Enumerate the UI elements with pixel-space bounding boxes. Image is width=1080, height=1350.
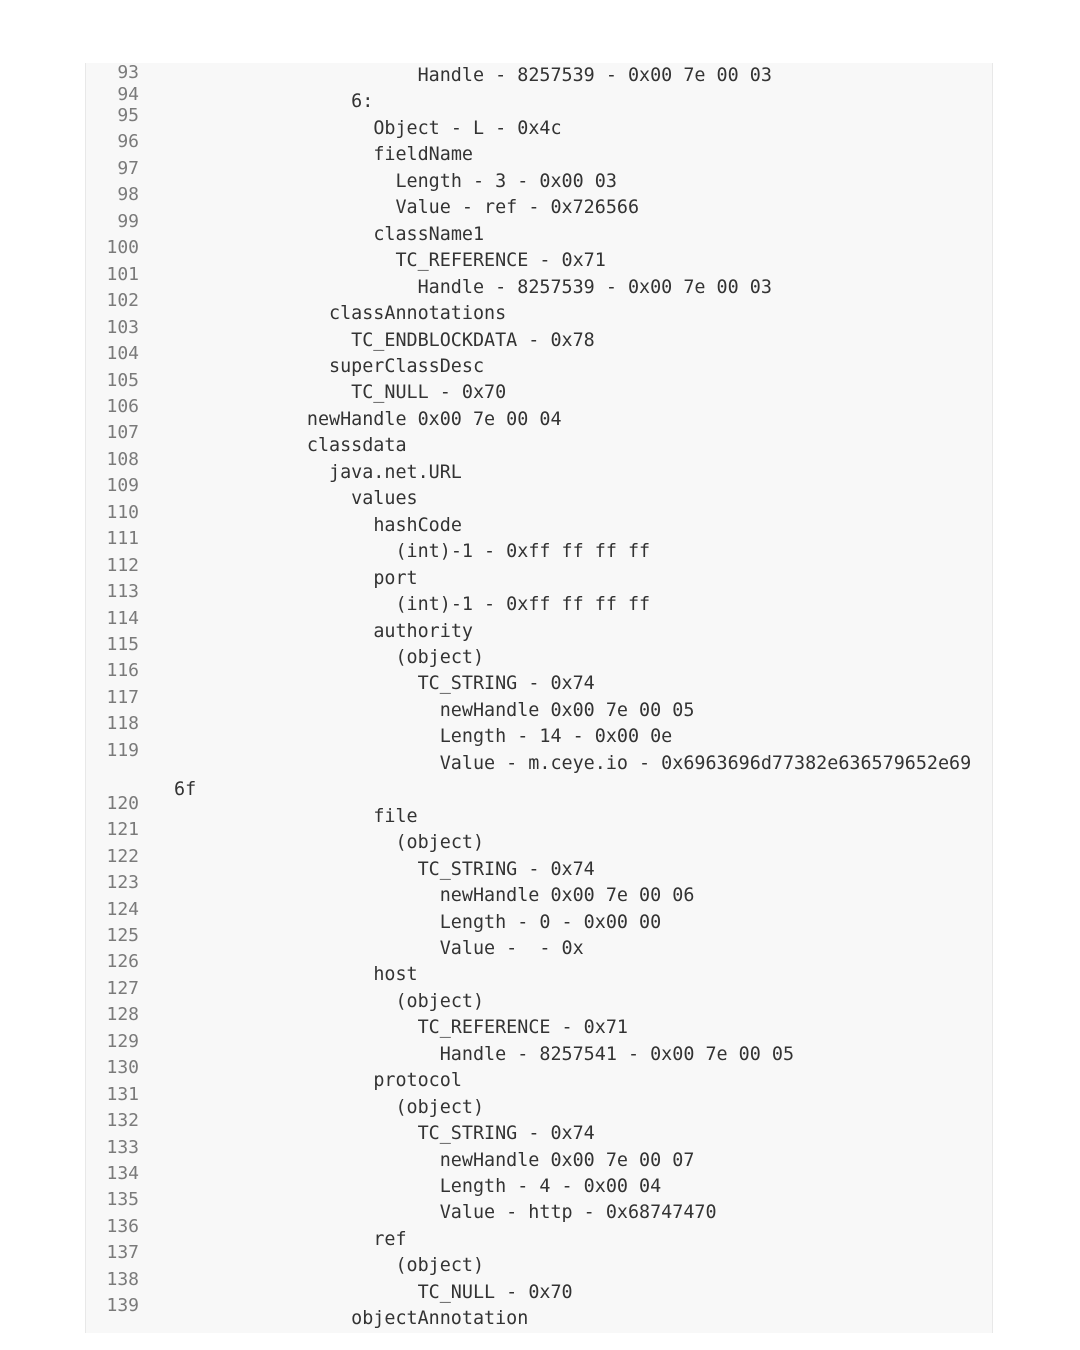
line-number: 135 [106,1189,139,1211]
code-line: Length - 3 - 0x00 03 [174,170,617,192]
code-line: newHandle 0x00 7e 00 05 [174,699,695,721]
line-number: 97 [117,157,139,179]
code-line: newHandle 0x00 7e 00 07 [174,1149,695,1171]
code-line: TC_NULL - 0x70 [174,382,507,404]
line-number: 104 [106,343,139,365]
line-number: 137 [106,1242,139,1264]
line-number: 128 [106,1004,139,1026]
code-line: TC_NULL - 0x70 [174,1281,573,1303]
code-line: Value - m.ceye.io - 0x6963696d77382e6365… [174,752,972,801]
code-line: objectAnnotation [174,1308,529,1330]
line-number: 100 [106,237,139,259]
line-number: 101 [106,263,139,285]
line-number: 125 [106,924,139,946]
line-number: 113 [106,581,139,603]
line-number: 114 [106,607,139,629]
line-number: 109 [106,475,139,497]
code-line: superClassDesc [174,355,485,377]
code-line: Value - http - 0x68747470 [174,1202,717,1224]
code-line: Length - 4 - 0x00 04 [174,1176,662,1198]
code-line: newHandle 0x00 7e 00 04 [174,408,562,430]
line-number: 123 [106,872,139,894]
line-number: 116 [106,660,139,682]
line-number: 120 [106,792,139,814]
code-line: TC_STRING - 0x74 [174,673,595,695]
line-number: 119 [106,739,139,761]
code-line: classdata [174,435,407,457]
code-line: host [174,964,418,986]
line-number: 121 [106,819,139,841]
line-number: 132 [106,1110,139,1132]
code-line: Length - 14 - 0x00 0e [174,726,673,748]
code-line: Length - 0 - 0x00 00 [174,911,662,933]
code-line: classAnnotations [174,303,507,325]
code-line: Handle - 8257539 - 0x00 7e 00 03 [174,276,772,298]
line-number: 96 [117,131,139,153]
code-line: (object) [174,1096,485,1118]
line-number: 105 [106,369,139,391]
code-line: Value - ref - 0x726566 [174,197,640,219]
line-number: 136 [106,1215,139,1237]
code-line: values [174,488,418,510]
line-number: 95 [117,105,139,126]
line-number: 102 [106,290,139,312]
code-line: 6: [174,91,374,113]
line-number: 133 [106,1136,139,1158]
code-line: TC_STRING - 0x74 [174,1123,595,1145]
line-number: 124 [106,898,139,920]
line-number: 117 [106,686,139,708]
code-line: className1 [174,223,485,245]
line-number: 138 [106,1268,139,1290]
code-line: hashCode [174,514,462,536]
code-line: (int)-1 - 0xff ff ff ff [174,594,651,616]
code-line: Value - - 0x [174,937,584,959]
code-content: Handle - 8257539 - 0x00 7e 00 03 6: Obje… [174,63,982,1333]
code-line: newHandle 0x00 7e 00 06 [174,885,695,907]
code-line: TC_REFERENCE - 0x71 [174,1017,628,1039]
line-number: 130 [106,1057,139,1079]
code-line: fieldName [174,144,473,166]
line-number: 98 [117,184,139,206]
line-number: 118 [106,713,139,735]
code-line: Object - L - 0x4c [174,117,562,139]
code-line: port [174,567,418,589]
line-number: 94 [117,84,139,105]
code-line: TC_ENDBLOCKDATA - 0x78 [174,329,595,351]
code-line: Handle - 8257539 - 0x00 7e 00 03 [174,65,772,86]
line-number: 115 [106,634,139,655]
line-number: 106 [106,395,139,417]
code-line: (object) [174,990,485,1012]
line-number: 126 [106,951,139,973]
code-line: (object) [174,1255,485,1277]
line-number: 112 [106,554,139,576]
code-line: (object) [174,646,485,668]
line-number: 122 [106,845,139,867]
line-number: 111 [106,528,139,550]
code-line: TC_STRING - 0x74 [174,858,595,880]
code-line: java.net.URL [174,461,462,483]
code-line: authority [174,620,473,642]
code-line: Handle - 8257541 - 0x00 7e 00 05 [174,1043,795,1065]
line-number: 139 [106,1295,139,1317]
code-line: protocol [174,1070,462,1092]
line-number: 134 [106,1163,139,1184]
line-number: 93 [117,63,139,83]
code-line: file [174,805,418,827]
code-line: (object) [174,832,485,854]
line-number: 107 [106,422,139,444]
line-number: 131 [106,1083,139,1105]
line-number: 99 [117,210,139,232]
code-line: (int)-1 - 0xff ff ff ff [174,541,651,563]
line-number: 103 [106,316,139,338]
line-number: 110 [106,501,139,523]
code-line: ref [174,1228,407,1250]
line-number: 127 [106,977,139,999]
line-number: 108 [106,448,139,470]
code-line: TC_REFERENCE - 0x71 [174,250,606,272]
line-number: 129 [106,1030,139,1052]
